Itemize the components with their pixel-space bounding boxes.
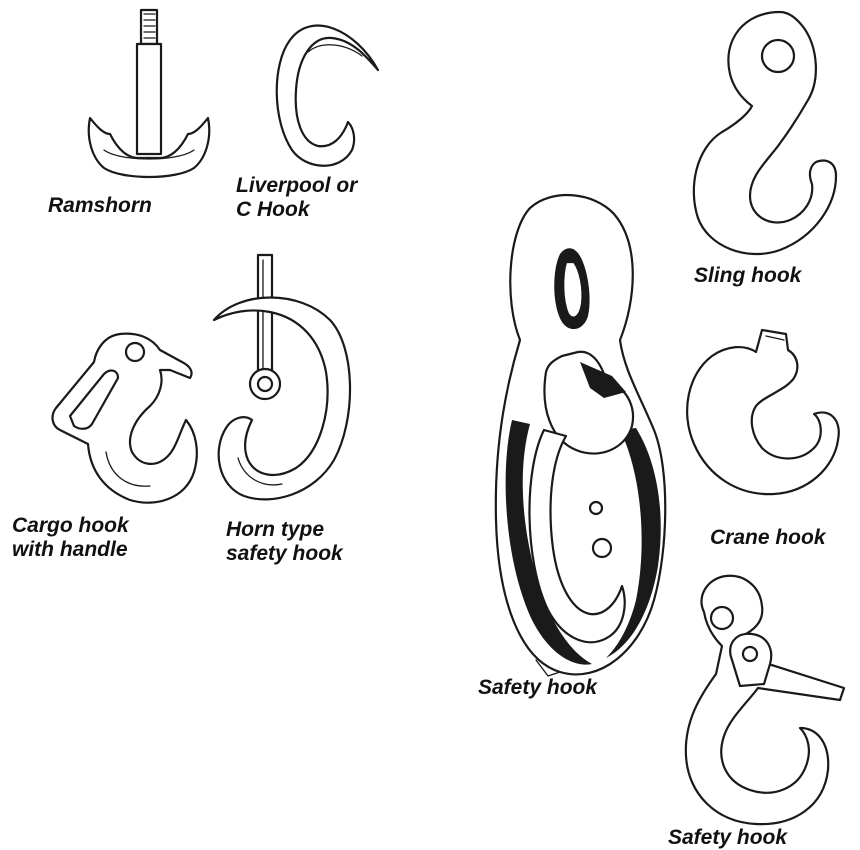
cargo-hook-label-line1: Cargo hook <box>12 514 129 538</box>
small-safety-hook-label: Safety hook <box>668 826 787 850</box>
ramshorn-hook-drawing <box>89 10 209 177</box>
cargo-hook-drawing <box>53 334 197 503</box>
cargo-hook-label-line2: with handle <box>12 538 128 562</box>
crane-hook-drawing <box>687 330 839 494</box>
liverpool-c-hook-drawing <box>277 26 378 166</box>
horn-safety-hook-label-line1: Horn type <box>226 518 324 542</box>
liverpool-label-line1: Liverpool or <box>236 174 357 198</box>
ramshorn-label: Ramshorn <box>48 194 152 218</box>
sling-hook-label: Sling hook <box>694 264 801 288</box>
sling-hook-drawing <box>694 12 836 254</box>
large-safety-hook-drawing <box>496 195 665 676</box>
liverpool-label-line2: C Hook <box>236 198 310 222</box>
large-safety-hook-label: Safety hook <box>478 676 597 700</box>
horn-safety-hook-drawing <box>214 255 350 499</box>
crane-hook-label: Crane hook <box>710 526 826 550</box>
small-safety-hook-drawing <box>686 576 844 824</box>
horn-safety-hook-label-line2: safety hook <box>226 542 343 566</box>
